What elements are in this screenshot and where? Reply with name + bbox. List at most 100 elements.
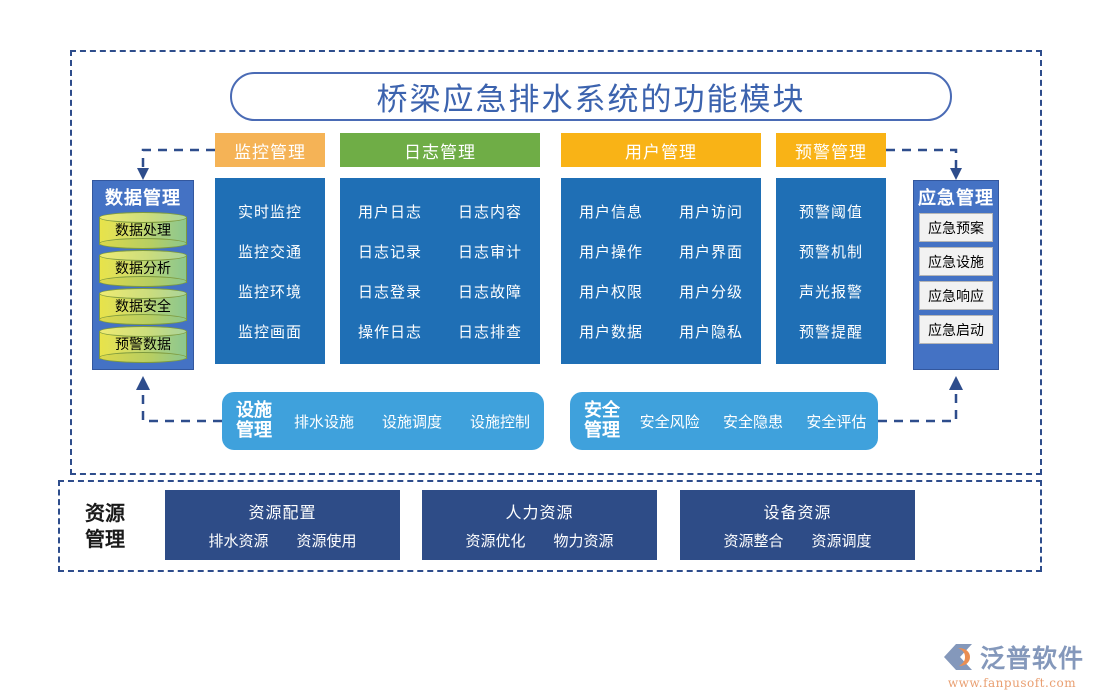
panel-log: 用户日志 日志内容 日志记录 日志审计 日志登录 日志故障 操作日志 日志排查 (340, 178, 540, 364)
company-logo: 泛普软件 www.fanpusoft.com (940, 639, 1084, 690)
panel-item[interactable]: 用户数据 (578, 322, 643, 341)
cylinder-label: 预警数据 (115, 337, 171, 353)
panel-item[interactable]: 用户隐私 (678, 322, 743, 341)
category-header-log[interactable]: 日志管理 (340, 133, 540, 167)
panel-item[interactable]: 预警阈值 (798, 202, 863, 221)
panel-item[interactable]: 日志排查 (457, 322, 522, 341)
cylinder-top-icon (99, 326, 187, 337)
cylinder-bottom-icon (99, 352, 187, 363)
resource-label-line1: 资源 (85, 501, 125, 525)
category-header-monitor[interactable]: 监控管理 (215, 133, 325, 167)
panel-warning: 预警阈值 预警机制 声光报警 预警提醒 (776, 178, 886, 364)
panel-item[interactable]: 操作日志 (357, 322, 422, 341)
database-cylinder[interactable]: 数据分析 (99, 250, 187, 287)
page-title: 桥梁应急排水系统的功能模块 (376, 82, 806, 118)
resource-sub-item[interactable]: 排水资源 (208, 532, 269, 550)
resource-box-allocation[interactable]: 资源配置 排水资源 资源使用 (165, 490, 400, 560)
panel-item[interactable]: 用户权限 (578, 282, 643, 301)
cylinder-top-icon (99, 250, 187, 261)
cylinder-top-icon (99, 288, 187, 299)
bar-item[interactable]: 安全隐患 (722, 412, 783, 431)
panel-item[interactable]: 日志内容 (457, 202, 522, 221)
bar-title-line1: 设施 (236, 400, 272, 421)
group-emergency-management-title: 应急管理 (918, 188, 994, 209)
panel-item[interactable]: 监控交通 (237, 242, 302, 261)
resource-box-title: 资源配置 (248, 503, 317, 522)
logo-url: www.fanpusoft.com (947, 676, 1077, 690)
panel-item[interactable]: 日志故障 (457, 282, 522, 301)
bar-item[interactable]: 排水设施 (293, 412, 354, 431)
category-header-warning[interactable]: 预警管理 (776, 133, 886, 167)
panel-item[interactable]: 预警提醒 (798, 322, 863, 341)
panel-user: 用户信息 用户访问 用户操作 用户界面 用户权限 用户分级 用户数据 用户隐私 (561, 178, 761, 364)
panel-item[interactable]: 用户界面 (678, 242, 743, 261)
logo-text: 泛普软件 (979, 644, 1084, 673)
resource-sub-item[interactable]: 资源使用 (296, 532, 357, 550)
panel-item[interactable]: 实时监控 (237, 202, 302, 221)
bar-item[interactable]: 设施调度 (381, 412, 442, 431)
resource-box-human[interactable]: 人力资源 资源优化 物力资源 (422, 490, 657, 560)
panel-row: 实时监控 (215, 191, 325, 231)
panel-item[interactable]: 用户分级 (678, 282, 743, 301)
group-emergency-management: 应急管理 应急预案 应急设施 应急响应 应急启动 (913, 180, 999, 370)
panel-item[interactable]: 声光报警 (798, 282, 863, 301)
cylinder-bottom-icon (99, 238, 187, 249)
resource-sub-item[interactable]: 资源调度 (811, 532, 872, 550)
resource-dashed-container (58, 480, 1042, 572)
emergency-item[interactable]: 应急响应 (919, 281, 993, 310)
panel-item[interactable]: 监控画面 (237, 322, 302, 341)
bar-item[interactable]: 设施控制 (469, 412, 530, 431)
resource-box-title: 设备资源 (763, 503, 832, 522)
bar-facility-management: 设施 管理 排水设施 设施调度 设施控制 (222, 392, 544, 450)
bar-item[interactable]: 安全风险 (639, 412, 700, 431)
panel-item[interactable]: 用户操作 (578, 242, 643, 261)
cylinder-label: 数据安全 (115, 299, 171, 315)
bar-facility-title: 设施 管理 (236, 401, 280, 441)
resource-sub-item[interactable]: 资源优化 (465, 532, 526, 550)
panel-row: 用户数据 用户隐私 (561, 311, 761, 351)
category-header-user-label: 用户管理 (625, 142, 697, 163)
panel-item[interactable]: 用户信息 (578, 202, 643, 221)
panel-item[interactable]: 用户日志 (357, 202, 422, 221)
bar-safety-management: 安全 管理 安全风险 安全隐患 安全评估 (570, 392, 878, 450)
panel-item[interactable]: 日志审计 (457, 242, 522, 261)
bar-item[interactable]: 安全评估 (806, 412, 867, 431)
emergency-item[interactable]: 应急预案 (919, 213, 993, 242)
cylinder-bottom-icon (99, 314, 187, 325)
panel-item[interactable]: 日志登录 (357, 282, 422, 301)
category-header-warning-label: 预警管理 (795, 142, 867, 163)
diagram-title: 桥梁应急排水系统的功能模块 (230, 72, 952, 121)
resource-box-title: 人力资源 (505, 503, 574, 522)
resource-box-equipment[interactable]: 设备资源 资源整合 资源调度 (680, 490, 915, 560)
panel-item[interactable]: 监控环境 (237, 282, 302, 301)
panel-item[interactable]: 用户访问 (678, 202, 743, 221)
resource-label-line2: 管理 (85, 527, 125, 551)
resource-sub-item[interactable]: 物力资源 (553, 532, 614, 550)
panel-row: 预警阈值 (776, 191, 886, 231)
panel-row: 预警机制 (776, 231, 886, 271)
cylinder-bottom-icon (99, 276, 187, 287)
cylinder-label: 数据分析 (115, 261, 171, 277)
panel-row: 声光报警 (776, 271, 886, 311)
resource-management-label: 资源 管理 (74, 492, 136, 560)
emergency-item[interactable]: 应急设施 (919, 247, 993, 276)
category-header-monitor-label: 监控管理 (234, 142, 306, 163)
group-data-management: 数据管理 数据处理 数据分析 数据安全 预警数据 (92, 180, 194, 370)
database-cylinder[interactable]: 数据处理 (99, 212, 187, 249)
category-header-log-label: 日志管理 (404, 142, 476, 163)
panel-item[interactable]: 日志记录 (357, 242, 422, 261)
database-cylinder[interactable]: 预警数据 (99, 326, 187, 363)
panel-monitor: 实时监控 监控交通 监控环境 监控画面 (215, 178, 325, 364)
panel-row: 监控环境 (215, 271, 325, 311)
panel-row: 监控交通 (215, 231, 325, 271)
emergency-item[interactable]: 应急启动 (919, 315, 993, 344)
panel-row: 用户信息 用户访问 (561, 191, 761, 231)
category-header-user[interactable]: 用户管理 (561, 133, 761, 167)
bar-title-line2: 管理 (236, 420, 272, 441)
panel-row: 预警提醒 (776, 311, 886, 351)
bar-title-line1: 安全 (584, 400, 620, 421)
database-cylinder[interactable]: 数据安全 (99, 288, 187, 325)
resource-sub-item[interactable]: 资源整合 (723, 532, 784, 550)
panel-item[interactable]: 预警机制 (798, 242, 863, 261)
